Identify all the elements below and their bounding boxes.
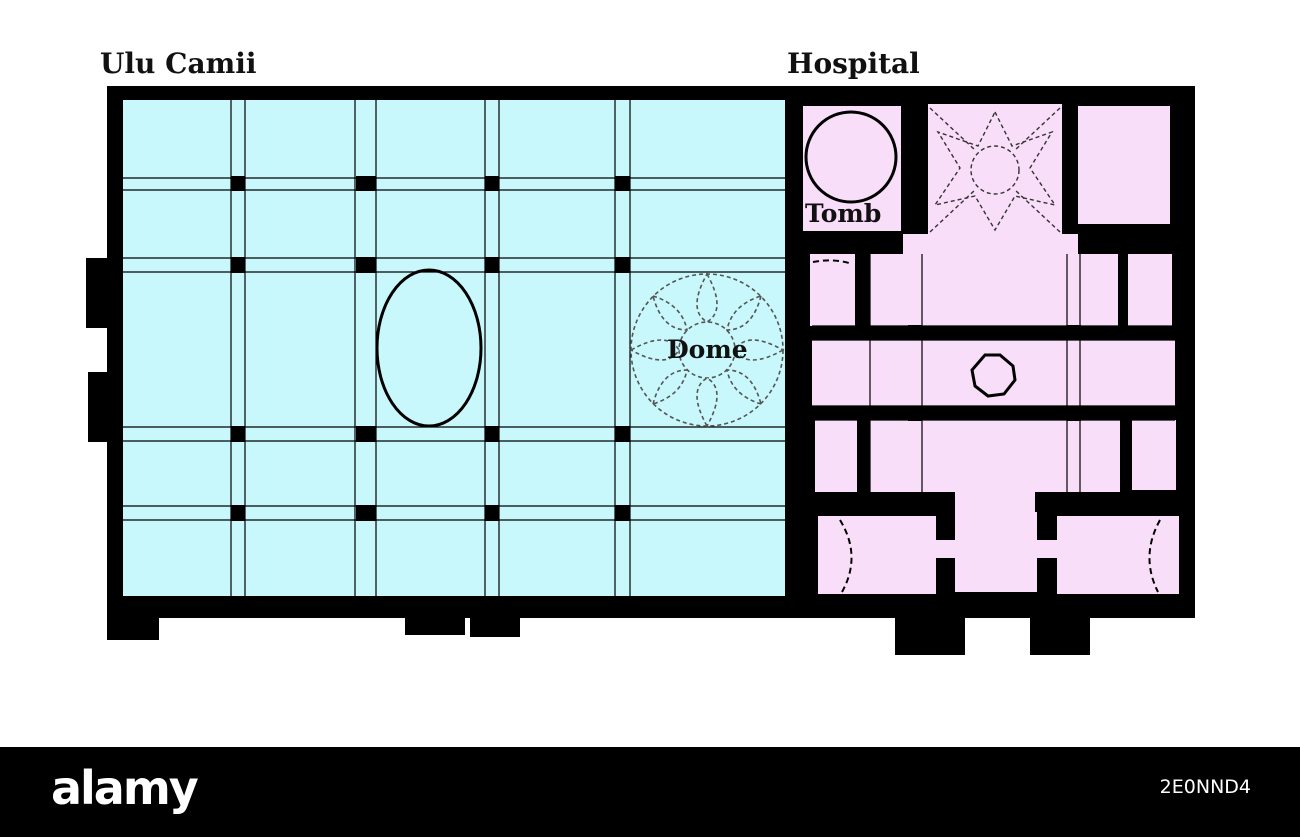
hospital-title: Hospital [787,47,920,80]
mosque-piers [231,176,630,521]
octagon-fountain [970,353,1017,398]
central-oval [375,268,483,428]
image-code: 2E0NND4 [1159,776,1251,798]
brand-logo: alamy [51,761,199,815]
tomb-circle [804,110,898,204]
floor-plan [86,86,1195,655]
watermark-footer: alamy 2E0NND4 [0,747,1300,837]
hospital-piers [908,325,1081,421]
dome-label: Dome [667,335,748,364]
mosque-title: Ulu Camii [100,47,257,80]
star-vault [929,107,1061,233]
hospital-lines [812,254,1175,492]
apse-arcs [812,259,1161,593]
tomb-label: Tomb [805,199,882,228]
hospital-rooms [803,104,1179,594]
dome-rosette [629,272,785,428]
